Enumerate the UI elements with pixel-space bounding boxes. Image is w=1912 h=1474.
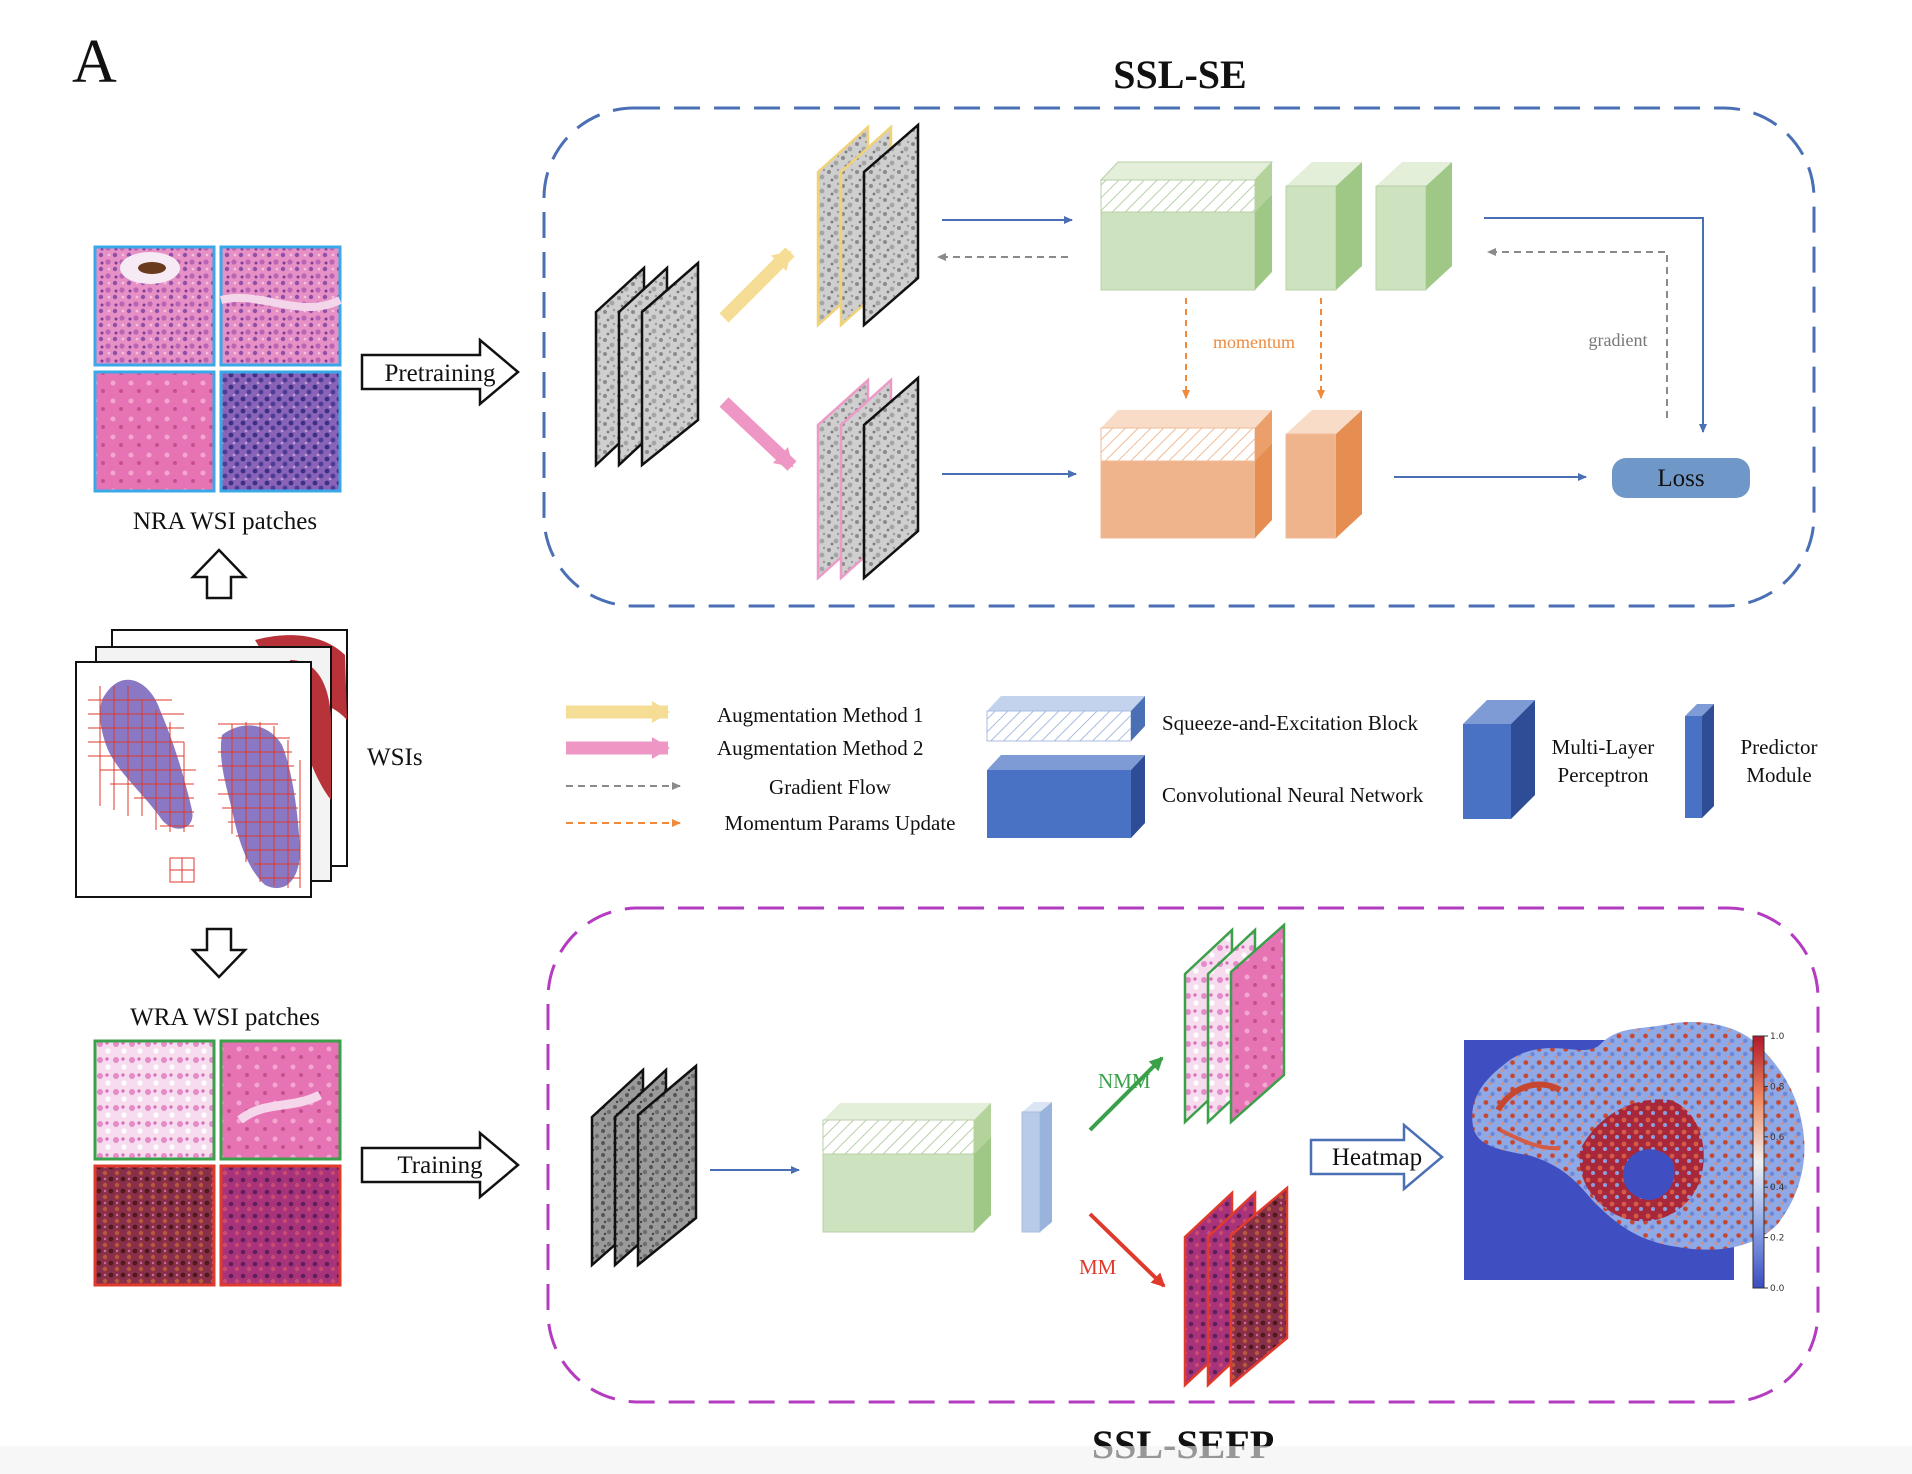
heatmap-image	[1464, 1022, 1805, 1280]
ssl-se-title: SSL-SE	[1113, 52, 1246, 97]
ssl-se-frame	[542, 106, 1816, 608]
ssl-sefp-input-stack	[590, 1063, 698, 1268]
aug1-view-stack	[816, 122, 920, 328]
colorbar-tick-label: 0.4	[1770, 1183, 1785, 1193]
wsis-label: WSIs	[367, 744, 423, 771]
nmm-label: NMM	[1098, 1069, 1151, 1093]
mm-patch-stack	[1183, 1185, 1289, 1388]
pretraining-label: Pretraining	[384, 360, 496, 387]
bottom-fade	[0, 1446, 1912, 1474]
aug1-arrow	[719, 247, 795, 323]
training-label: Training	[397, 1152, 483, 1179]
ssl-se-input-stack	[594, 260, 700, 468]
legend-aug2: Augmentation Method 2	[717, 736, 923, 760]
target-projector	[1285, 410, 1362, 539]
legend-mlp-line2: Perceptron	[1558, 763, 1649, 787]
wra-patch-grid	[93, 1039, 342, 1287]
predictor-to-loss-arrow	[1484, 217, 1707, 433]
colorbar-tick-label: 0.2	[1770, 1234, 1784, 1244]
loss-box	[1612, 458, 1750, 498]
legend-pred-line2: Module	[1746, 763, 1811, 787]
nmm-arrow	[1088, 1056, 1164, 1132]
colorbar-ticks: 1.0 0.8 0.6 0.4 0.2 0.0	[1764, 1032, 1785, 1294]
legend-se-block: Squeeze-and-Excitation Block	[1162, 711, 1418, 735]
nmm-patch-stack	[1183, 922, 1286, 1125]
momentum-label: momentum	[1213, 332, 1295, 352]
ssl-sefp-frame	[546, 906, 1820, 1404]
up-hollow-arrow	[190, 548, 248, 600]
online-encoder	[1099, 161, 1274, 291]
colorbar-tick-label: 0.0	[1770, 1284, 1785, 1294]
legend-aug1: Augmentation Method 1	[717, 703, 923, 727]
aug2-view-stack	[816, 375, 920, 581]
target-encoder	[1100, 410, 1272, 539]
legend-predictor-swatch	[1685, 704, 1714, 818]
online-projector	[1285, 162, 1362, 291]
legend-cnn-swatch	[987, 755, 1145, 838]
panel-label: A	[72, 28, 117, 96]
pretraining-arrow	[360, 337, 520, 407]
nra-patch-grid	[93, 245, 342, 493]
down-hollow-arrow	[190, 927, 248, 979]
legend-momentum: Momentum Params Update	[725, 811, 956, 835]
legend-cnn: Convolutional Neural Network	[1162, 783, 1424, 807]
legend-mlp-swatch	[1463, 700, 1535, 819]
heatmap-colorbar	[1752, 1035, 1765, 1289]
gradient-label: gradient	[1589, 330, 1648, 350]
heatmap-label: Heatmap	[1332, 1144, 1422, 1171]
sefp-predictor	[1021, 1102, 1052, 1233]
legend-mlp-line1: Multi-Layer	[1552, 735, 1655, 759]
mm-arrow	[1088, 1212, 1166, 1288]
legend-gradient-flow: Gradient Flow	[769, 775, 892, 799]
colorbar-tick-label: 0.6	[1770, 1133, 1785, 1143]
legend-pred-line1: Predictor	[1741, 735, 1818, 759]
nra-label: NRA WSI patches	[133, 508, 317, 535]
colorbar-tick-label: 1.0	[1770, 1032, 1785, 1042]
aug2-arrow	[719, 397, 797, 471]
heatmap-arrow	[1309, 1122, 1444, 1192]
wra-label: WRA WSI patches	[130, 1004, 320, 1031]
sefp-encoder	[822, 1103, 991, 1233]
loss-label: Loss	[1657, 465, 1704, 492]
training-arrow	[360, 1130, 520, 1200]
mm-label: MM	[1079, 1255, 1117, 1279]
online-predictor	[1375, 162, 1452, 291]
wsi-stack	[75, 629, 348, 898]
colorbar-tick-label: 0.8	[1770, 1082, 1785, 1092]
legend-se-block-swatch	[986, 696, 1145, 742]
